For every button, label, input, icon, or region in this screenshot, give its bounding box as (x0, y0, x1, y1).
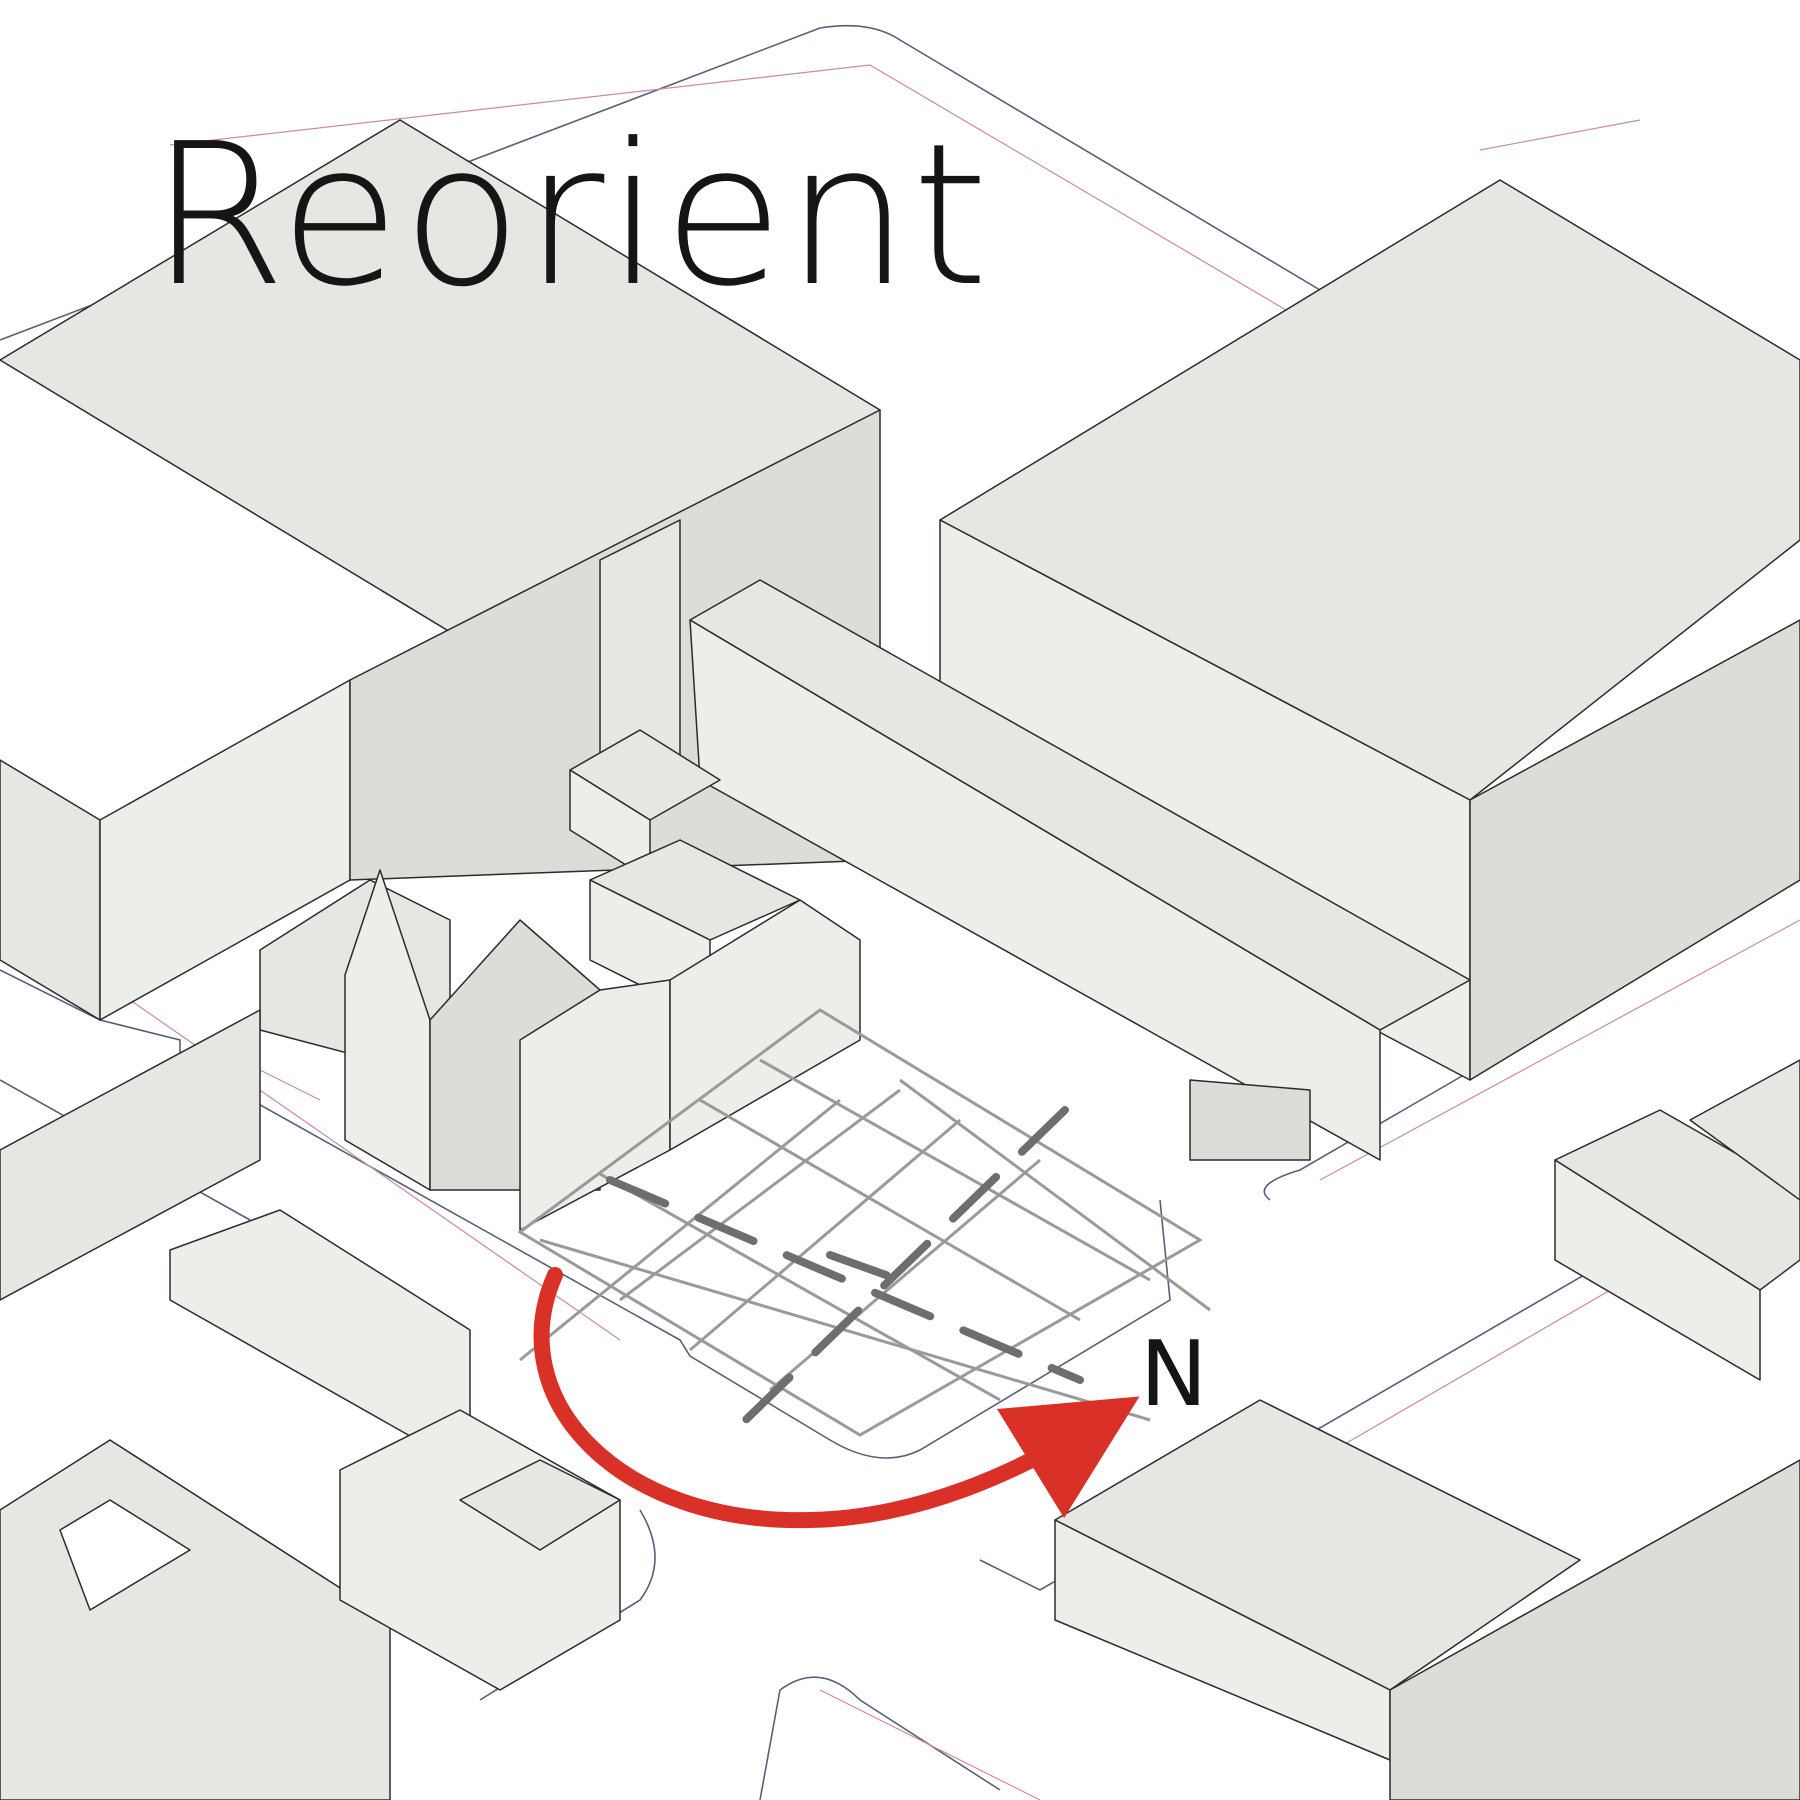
building-lower-left-court-hole (59, 1499, 191, 1611)
building-right-side (1469, 619, 1800, 1081)
orientation-axes (606, 1106, 1084, 1444)
buildings (0, 119, 1800, 1800)
building-lower-left-tiny (459, 1459, 621, 1551)
reoriented-grid (517, 1008, 1211, 1437)
building-lower-right-corner (1389, 1459, 1800, 1800)
building-lower-left-top (0, 1009, 261, 1301)
north-label: N (1140, 1322, 1208, 1427)
diagram-title: Reorient (150, 102, 991, 330)
rotation-arrow (533, 1267, 1140, 1529)
building-long-bar-end (1189, 1079, 1311, 1161)
building-long-bar-front (689, 619, 1381, 1161)
building-lower-left-courtyard (0, 1439, 391, 1800)
building-back-left-front (0, 759, 101, 1021)
building-right-edge-tall (1689, 1059, 1800, 1201)
street-curbs (0, 24, 1800, 1800)
building-lower-left-block (169, 1209, 471, 1471)
building-right-edge-small-front (1554, 1159, 1761, 1381)
